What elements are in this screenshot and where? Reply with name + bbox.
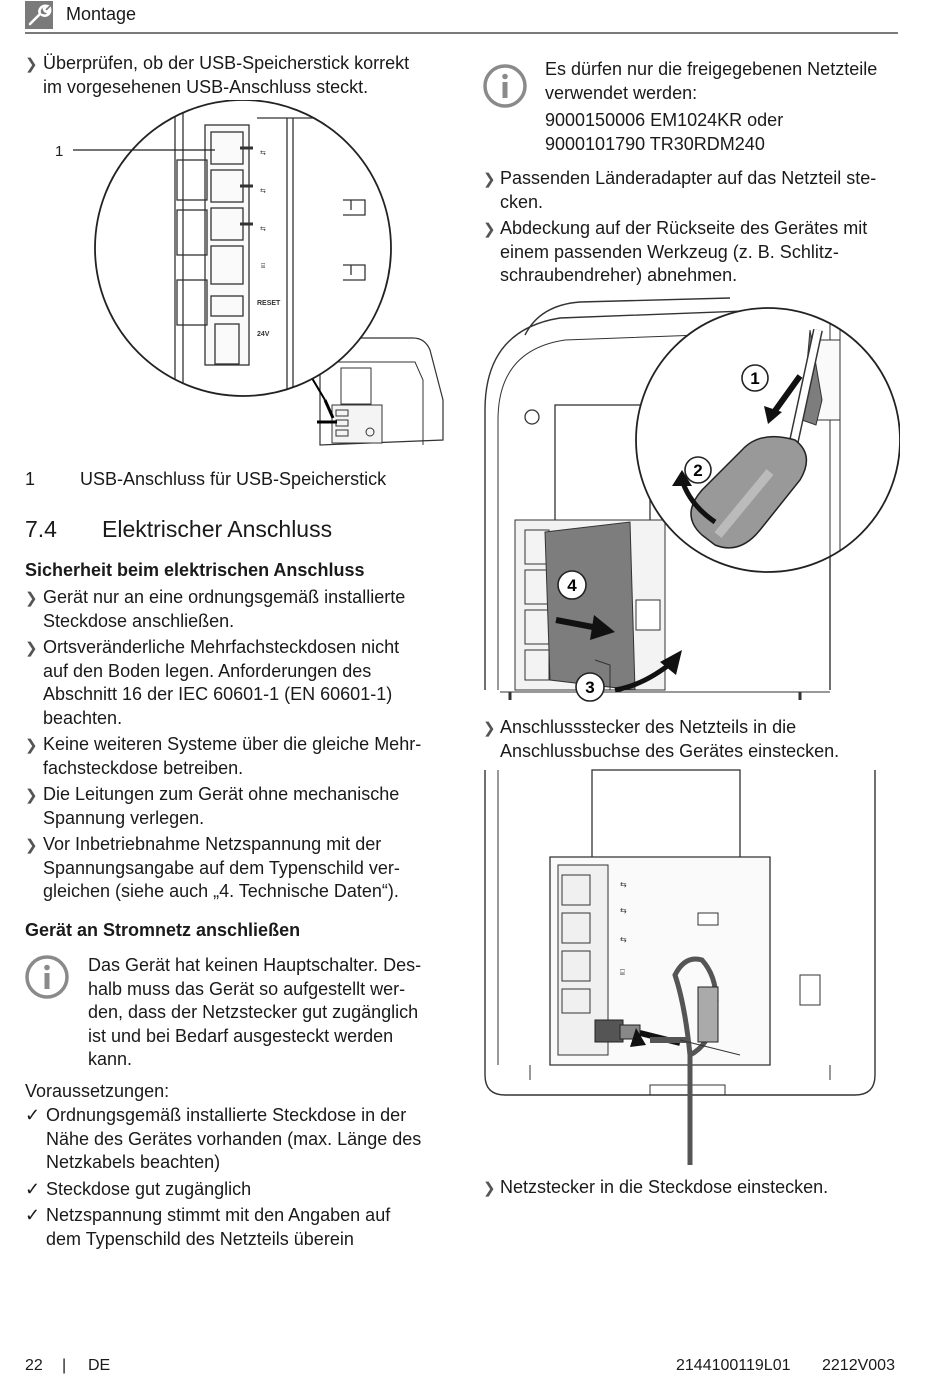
list-item-line: gleichen (siehe auch „4. Technische Date… <box>43 881 399 901</box>
info-note-line: kann. <box>88 1049 133 1069</box>
wrench-icon <box>25 1 53 29</box>
list-item-line: Nähe des Gerätes vorhanden (max. Länge d… <box>46 1128 422 1149</box>
list-item: ✓ Ordnungsgemäß installierte Steckdose i… <box>25 1104 455 1175</box>
list-item: ❯ Passenden Länderadapter auf das Netzte… <box>483 167 903 214</box>
step-mains-line: Netzstecker in die Steckdose einstecken. <box>500 1177 829 1197</box>
list-item: ❯ Ortsveränderliche Mehrfachsteckdosen n… <box>25 636 455 730</box>
list-item-line: auf den Boden legen. Anforderungen des <box>43 660 372 681</box>
step-badge <box>575 672 605 702</box>
list-item-line: Netzkabels beachten) <box>46 1152 221 1172</box>
step-plug-line: Anschlussbuchse des Gerätes einstecken. <box>500 740 840 761</box>
step-badge <box>684 456 712 484</box>
info-note: Das Gerät hat keinen Hauptschalter. Des-… <box>88 954 448 1072</box>
step-plug: ❯ Anschlussstecker des Netzteils in die … <box>483 716 903 763</box>
step-number: 1 <box>750 369 759 388</box>
list-item: ❯ Die Leitungen zum Gerät ohne mechanisc… <box>25 783 455 830</box>
power-info-line: Es dürfen nur die freigegebenen Netzteil… <box>545 59 878 79</box>
footer-separator: | <box>62 1357 67 1374</box>
list-item-line: Netzspannung stimmt mit den Angaben auf <box>46 1205 391 1225</box>
step-mains: ❯ Netzstecker in die Steckdose einstecke… <box>483 1176 903 1200</box>
safety-heading: Sicherheit beim elektrischen Anschluss <box>25 560 365 580</box>
step-number: 2 <box>693 461 702 480</box>
list-item: ❯ Abdeckung auf der Rückseite des Geräte… <box>483 217 903 288</box>
usb-check-line: Überprüfen, ob der USB-Speicherstick kor… <box>43 53 410 73</box>
list-item-line: Vor Inbetriebnahme Netzspannung mit der <box>43 834 382 854</box>
safety-list: ❯ Gerät nur an eine ordnungsgemäß instal… <box>25 586 455 904</box>
step-plug-line: Anschlussstecker des Netzteils in die <box>500 717 797 737</box>
list-item-line: Abdeckung auf der Rückseite des Gerätes … <box>500 218 868 238</box>
connect-heading: Gerät an Stromnetz anschließen <box>25 920 301 940</box>
usb-port-figure: ⇆ ⇆ ⇆ ⌸ RESET 24V 1 <box>55 100 444 446</box>
list-item-line: fachsteckdose betreiben. <box>43 757 244 778</box>
page-number: 22 <box>25 1357 43 1374</box>
power-connection-figure: ⇆ ⇆ ⇆ ⌸ <box>484 769 876 1165</box>
svg-text:⇆: ⇆ <box>620 935 627 944</box>
document-id: 2144100119L01 <box>676 1357 791 1374</box>
fig1-callout: 1 <box>55 143 63 160</box>
power-info-note: Es dürfen nur die freigegebenen Netzteil… <box>545 58 905 156</box>
power-info-line: verwendet werden: <box>545 82 698 103</box>
section-title: Elektrischer Anschluss <box>102 516 333 542</box>
usb-check-line: im vorgesehenen USB-Anschluss steckt. <box>43 76 369 97</box>
step-badge <box>741 364 769 392</box>
step-number: 3 <box>585 678 594 697</box>
list-item-line: schraubendreher) abnehmen. <box>500 265 738 285</box>
info-note-line: ist und bei Bedarf ausgesteckt werden <box>88 1025 394 1046</box>
list-item: ❯ Keine weiteren Systeme über die gleich… <box>25 733 455 780</box>
legend-number: 1 <box>25 469 36 489</box>
info-icon <box>483 64 527 108</box>
list-item-line: Steckdose gut zugänglich <box>46 1178 252 1199</box>
list-item: ✓ Netzspannung stimmt mit den Angaben au… <box>25 1204 455 1251</box>
info-note-line: den, dass der Netzstecker gut zugänglich <box>88 1002 419 1022</box>
check-icon: ✓ <box>25 1205 41 1225</box>
steps-list-a: ❯ Passenden Länderadapter auf das Netzte… <box>483 167 903 288</box>
list-item-line: Spannungsangabe auf dem Typenschild ver- <box>43 857 400 878</box>
list-item-line: cken. <box>500 191 544 212</box>
list-item-line: einem passenden Werkzeug (z. B. Schlitz- <box>500 241 839 262</box>
svg-text:⇆: ⇆ <box>260 188 266 195</box>
step-number: 4 <box>567 576 577 595</box>
prereq-list: ✓ Ordnungsgemäß installierte Steckdose i… <box>25 1104 455 1251</box>
check-icon: ✓ <box>25 1178 41 1199</box>
power-model: 9000101790 TR30RDM240 <box>545 133 765 154</box>
list-item-line: Abschnitt 16 der IEC 60601-1 (EN 60601-1… <box>43 684 393 704</box>
header-bar <box>25 0 898 34</box>
svg-text:⌸: ⌸ <box>261 263 265 270</box>
step-badge <box>557 570 587 600</box>
list-item-line: Passenden Länderadapter auf das Netzteil… <box>500 168 877 188</box>
list-item-line: Steckdose anschließen. <box>43 610 235 631</box>
power-model: 9000150006 EM1024KR oder <box>545 110 784 130</box>
list-item-line: Die Leitungen zum Gerät ohne mechanische <box>43 784 400 804</box>
svg-text:⌸: ⌸ <box>620 968 625 977</box>
svg-text:⇆: ⇆ <box>260 150 266 157</box>
list-item-line: Gerät nur an eine ordnungsgemäß installi… <box>43 587 406 607</box>
legend-text: USB-Anschluss für USB-Speicherstick <box>80 469 387 489</box>
list-item-line: Keine weiteren Systeme über die gleiche … <box>43 734 422 754</box>
list-item: ❯ Gerät nur an eine ordnungsgemäß instal… <box>25 586 455 633</box>
info-note-line: Das Gerät hat keinen Hauptschalter. Des- <box>88 955 422 975</box>
list-item: ✓ Steckdose gut zugänglich <box>25 1178 455 1202</box>
section-number: 7.4 <box>25 516 57 542</box>
svg-text:⇆: ⇆ <box>620 906 627 915</box>
prereq-label: Voraussetzungen: <box>25 1081 170 1101</box>
info-note-line: halb muss das Gerät so aufgestellt wer- <box>88 978 406 999</box>
list-item: ❯ Vor Inbetriebnahme Netzspannung mit de… <box>25 833 455 904</box>
list-item-line: Ortsveränderliche Mehrfachsteckdosen nic… <box>43 637 400 657</box>
svg-text:⇆: ⇆ <box>620 880 627 889</box>
list-item-line: Spannung verlegen. <box>43 807 205 828</box>
usb-check-step: ❯ Überprüfen, ob der USB-Speicherstick k… <box>25 52 455 99</box>
reset-label: RESET <box>257 300 281 307</box>
power-label: 24V <box>257 331 270 338</box>
list-item-line: dem Typenschild des Netzteils überein <box>46 1228 354 1249</box>
info-icon <box>25 955 69 999</box>
cover-removal-figure: 4 3 1 2 <box>484 297 900 702</box>
list-item-line: Ordnungsgemäß installierte Steckdose in … <box>46 1105 407 1125</box>
list-item-line: beachten. <box>43 707 123 728</box>
document-version: 2212V003 <box>822 1357 895 1374</box>
header-title: Montage <box>66 4 137 24</box>
check-icon: ✓ <box>25 1105 41 1125</box>
footer-language: DE <box>88 1357 111 1374</box>
svg-text:⇆: ⇆ <box>260 226 266 233</box>
